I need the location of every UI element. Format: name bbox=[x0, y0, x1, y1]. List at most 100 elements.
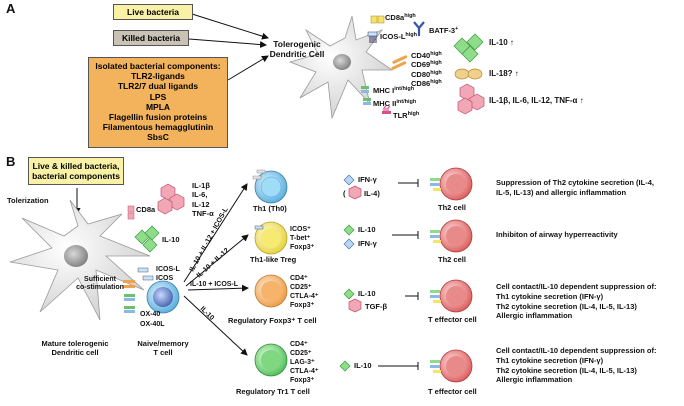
target-th2-cell-2 bbox=[430, 219, 473, 253]
target-label-3: T effector cell bbox=[428, 315, 477, 324]
mature-dc-line1: Mature tolerogenic bbox=[41, 339, 109, 348]
killed-bacteria-box: Killed bacteria bbox=[113, 30, 189, 46]
mature-tolerogenic-dc bbox=[9, 199, 151, 321]
icosl-sup: high bbox=[405, 32, 418, 38]
target-effector-cell-2 bbox=[430, 349, 473, 383]
cd69-sup: high bbox=[430, 60, 442, 67]
effect-3-line1: Cell contact/IL-10 dependent suppression… bbox=[496, 282, 657, 291]
tlr-marker: TLRhigh bbox=[393, 111, 420, 121]
il1b-label: IL-1β bbox=[192, 181, 210, 190]
dc-receptors bbox=[361, 15, 425, 114]
il4-row1: IL-4) bbox=[364, 189, 380, 198]
batf3-marker: BATF-3+ bbox=[429, 26, 459, 36]
effect-3-line3: Th2 cytokine secretion (IL-4, IL-5, IL-1… bbox=[496, 301, 637, 311]
tbet-plus: T-bet⁺ bbox=[290, 235, 311, 243]
effect-4-line1: Cell contact/IL-10 dependent suppression… bbox=[496, 346, 657, 355]
costim-cd69: CD69high bbox=[411, 60, 442, 69]
icosl-marker: ICOS-Lhigh bbox=[380, 32, 418, 42]
effect-4-line4: Allergic inflammation bbox=[496, 375, 573, 385]
mhc1-sup: int/high bbox=[394, 86, 415, 92]
target-label-2: Th2 cell bbox=[438, 255, 466, 264]
th1-treg-label: Th1-like Treg bbox=[250, 255, 297, 264]
component-tlr27-dual-ligands: TLR2/7 dual ligands bbox=[117, 81, 199, 92]
input-box-line2: bacterial components bbox=[32, 171, 120, 181]
live-bacteria-box: Live bacteria bbox=[113, 4, 193, 20]
naive-t-line2: T cell bbox=[153, 347, 173, 357]
tlr-sup: high bbox=[407, 111, 420, 117]
tlr-text: TLR bbox=[393, 111, 408, 120]
mhc1-text: MHC I bbox=[373, 86, 395, 95]
components-title: Isolated bacterial components: bbox=[95, 61, 221, 71]
effect-1: Suppression of Th2 cytokine secretion (I… bbox=[496, 178, 654, 198]
cd8a-sup: high bbox=[404, 13, 416, 19]
tolerization-label: Tolerization bbox=[7, 196, 49, 205]
effect-1-line1: Suppression of Th2 cytokine secretion (I… bbox=[496, 178, 654, 187]
panel-b-label: B bbox=[6, 154, 16, 169]
panel-a-cytokine-shapes bbox=[453, 33, 485, 115]
th1-treg-markers: ICOS⁺ T-bet⁺ Foxp3⁺ bbox=[290, 225, 314, 252]
foxp3-cd25: CD25⁺ bbox=[290, 284, 312, 292]
tolerogenic-dc-label-line1: Tolerogenic bbox=[273, 39, 321, 49]
foxp3-plus-1: Foxp3⁺ bbox=[290, 244, 315, 252]
th1-cell bbox=[252, 169, 288, 204]
ox40l-label: OX-40L bbox=[140, 321, 165, 328]
il10-b-label: IL-10 bbox=[162, 235, 180, 244]
costim-cd40: CD40high bbox=[411, 51, 442, 60]
target-label-4: T effector cell bbox=[428, 387, 477, 396]
foxp3-title: Regulatory Foxp3⁺ T cell bbox=[228, 316, 317, 325]
cd69-text: CD69 bbox=[411, 60, 431, 70]
cd86-text: CD86 bbox=[411, 79, 431, 89]
cd80-text: CD80 bbox=[411, 69, 431, 79]
il18-up-label: IL-18? ↑ bbox=[489, 69, 519, 78]
batf3-sup: + bbox=[455, 26, 459, 32]
panel-b-left-cytokines bbox=[134, 183, 185, 253]
tr1-ctla4: CTLA-4⁺ bbox=[290, 368, 319, 376]
tr1-lag3: LAG-3⁺ bbox=[290, 359, 315, 367]
effect-2: Inhibiton of airway hyperreactivity bbox=[496, 230, 618, 240]
component-filamentous-hemagglutinin: Filamentous hemagglutinin bbox=[102, 122, 214, 133]
sufficient-line1: Sufficient bbox=[84, 276, 116, 283]
tr1-markers: CD4⁺ CD25⁺ LAG-3⁺ CTLA-4⁺ Foxp3⁺ bbox=[290, 340, 319, 385]
effect-3-line2: Th1 cytokine secretion (IFN-γ) bbox=[496, 291, 604, 301]
arrow-label-4: IL-10 bbox=[199, 305, 216, 322]
mhc2-text: MHC II bbox=[373, 99, 397, 108]
il10-row3: IL-10 bbox=[358, 289, 376, 298]
il10-row2: IL-10 bbox=[358, 225, 376, 234]
effect-3: Cell contact/IL-10 dependent suppression… bbox=[496, 282, 656, 321]
foxp3-markers: CD4⁺ CD25⁺ CTLA-4⁺ Foxp3⁺ bbox=[290, 274, 319, 310]
sufficient-line2: co-stimulation bbox=[76, 284, 124, 292]
foxp3-cd4: CD4⁺ bbox=[290, 275, 308, 282]
mhc2-marker: MHC IIint/high bbox=[373, 99, 416, 109]
arrow-labels: IL-10 + IL-12 + ICOS-L IL-10 + IL-12 IL-… bbox=[189, 206, 239, 322]
effect-4-line2: Th1 cytokine secretion (IFN-γ) bbox=[496, 355, 604, 365]
cd40-sup: high bbox=[430, 51, 442, 57]
batf3-text: BATF-3 bbox=[429, 26, 456, 35]
tr1-cd25: CD25⁺ bbox=[290, 350, 312, 358]
cd8a-text: CD8a bbox=[385, 13, 405, 22]
icosl-text: ICOS-L bbox=[380, 32, 406, 41]
ifng-row2: IFN-γ bbox=[358, 239, 377, 248]
il4-paren-open: ( bbox=[343, 189, 346, 198]
tgfb-row3: TGF-β bbox=[365, 302, 388, 311]
icos-b-label: ICOS bbox=[156, 275, 174, 282]
sufficient-costim-label: Sufficient co-stimulation bbox=[70, 276, 130, 292]
costim-cd86: CD86high bbox=[411, 79, 442, 88]
regulatory-tr1-t-cell bbox=[254, 343, 288, 377]
left-cytokine-list: IL-1β IL-6, IL-12 TNF-α bbox=[192, 181, 214, 219]
effect-4-line3: Th2 cytokine secretion (IL-4, IL-5, IL-1… bbox=[496, 365, 637, 375]
cd80-sup: high bbox=[430, 69, 442, 76]
component-lps: LPS bbox=[149, 91, 167, 102]
component-sbsc: SbsC bbox=[147, 132, 169, 143]
target-cells bbox=[430, 167, 473, 383]
effect-2-line1: Inhibiton of airway hyperreactivity bbox=[496, 230, 618, 239]
bacterial-components-box: Isolated bacterial components: TLR2-liga… bbox=[88, 57, 228, 148]
tnfa-label: TNF-α bbox=[192, 209, 214, 219]
mature-dc-line2: Dendritic cell bbox=[51, 347, 99, 357]
component-tlr2-ligands: TLR2-ligands bbox=[131, 71, 185, 82]
tolerogenic-dc-label-line2: Dendritic Cell bbox=[269, 48, 325, 59]
foxp3-ctla4: CTLA-4⁺ bbox=[290, 293, 319, 301]
arrow-label-3: IL-10 + ICOS-L bbox=[190, 281, 239, 288]
component-mpla: MPLA bbox=[145, 101, 171, 112]
